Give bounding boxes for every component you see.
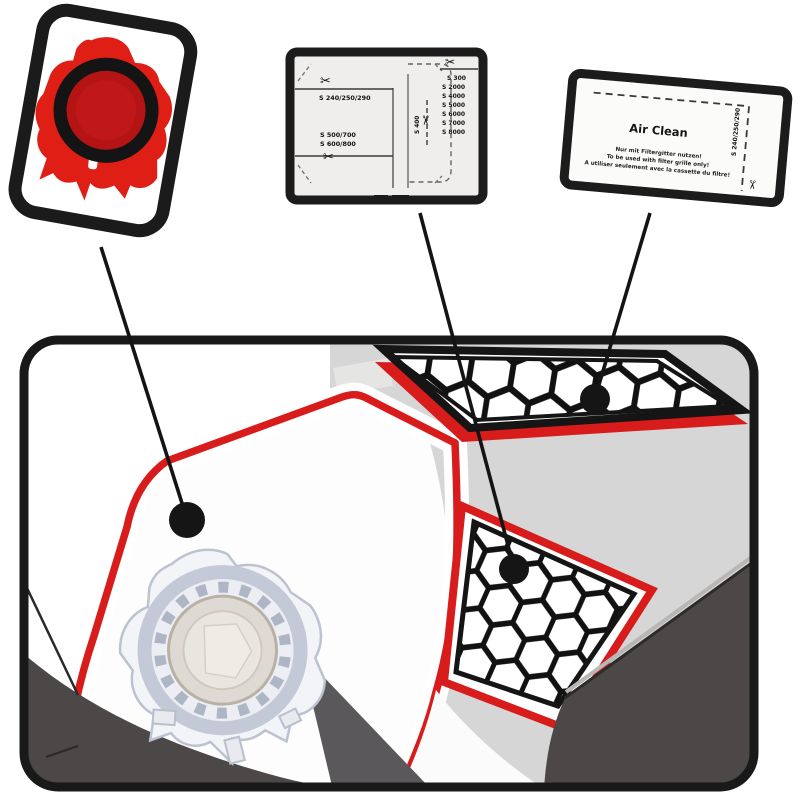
model-label: S 7000	[442, 120, 465, 127]
installed-bag-collar	[118, 548, 327, 767]
collar-card	[8, 3, 198, 238]
exhaust-filter-honeycomb	[386, 354, 736, 423]
model-label: S 6000	[442, 111, 465, 118]
compartment-scene	[28, 344, 750, 783]
cut-label-mid-2: S 600/800	[320, 140, 356, 148]
airclean-card-frame	[559, 68, 793, 208]
airclean-card: S 240/250/290 ✂ Air Clean Nur mit Filter…	[559, 68, 793, 208]
bag-gusset-outline	[408, 63, 452, 183]
cut-label-mid-1: S 500/700	[320, 131, 356, 139]
callout-dot-motor-filter	[499, 554, 529, 584]
chamber-wall-tick	[45, 745, 79, 758]
red-collar	[35, 37, 172, 201]
airclean-title: Air Clean	[629, 121, 689, 140]
collar-facet	[203, 623, 253, 679]
scissors-icon: ✂	[417, 115, 432, 126]
vertical-cut-label: S 400	[415, 116, 421, 134]
callout-dot-exhaust-filter	[580, 384, 610, 414]
housing-edge-highlight	[564, 554, 750, 694]
collar-tab-bottom	[223, 735, 247, 765]
airclean-side-label: S 240/250/290	[731, 108, 742, 157]
cut-label-left: S 240/250/290	[319, 94, 371, 102]
collar-tab-left	[151, 708, 177, 727]
callout-line-motor-filter	[418, 212, 516, 569]
callout-line-collar	[99, 246, 189, 520]
scissors-icon: ✂	[323, 150, 334, 165]
template-card-tab	[374, 195, 388, 204]
callout-dot-collar	[169, 502, 205, 538]
bag-shadow	[298, 650, 428, 783]
chamber-floor	[402, 690, 540, 783]
model-list: S 300 S 2000 S 4000 S 5000 S 6000 S 7000…	[442, 75, 466, 136]
red-collar-hole	[76, 80, 137, 141]
callout-line-exhaust-filter	[593, 212, 652, 399]
model-label: S 2000	[442, 84, 465, 91]
housing-band-edge	[564, 560, 750, 700]
collar-tab-right	[277, 707, 303, 730]
fold-corner-marks	[297, 63, 443, 184]
airclean-cut-line	[593, 91, 751, 192]
model-label: S 8000	[442, 129, 465, 136]
scissors-icon: ✂	[445, 55, 455, 69]
callout-lines	[99, 212, 652, 569]
template-card-tab	[392, 195, 409, 204]
model-label: S 300	[447, 75, 466, 82]
model-label: S 4000	[442, 93, 465, 100]
cutting-template-card: ✂ S 240/250/290 S 500/700 S 600/800 ✂ ✂ …	[285, 47, 488, 205]
chamber-wall-line	[28, 587, 80, 696]
scissors-icon: ✂	[320, 74, 331, 89]
scissors-icon: ✂	[745, 179, 760, 190]
housing-dark-band	[28, 562, 750, 783]
model-label: S 5000	[442, 102, 465, 109]
compartment-frame	[19, 335, 759, 792]
